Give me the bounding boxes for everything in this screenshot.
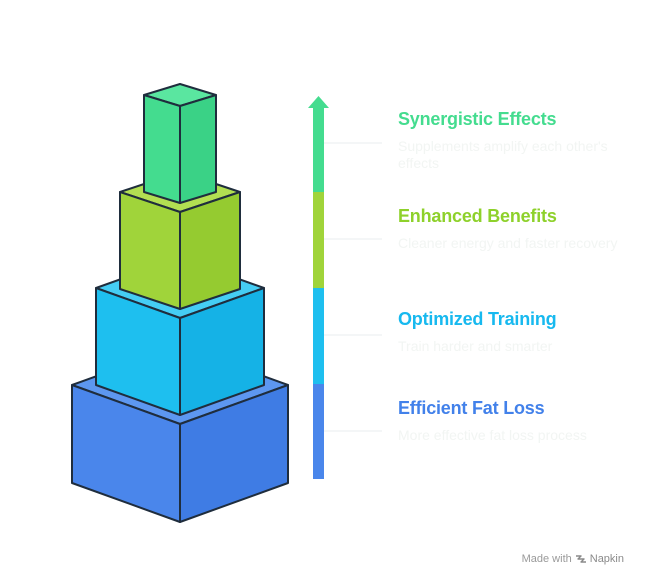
arrow-head-icon	[308, 96, 329, 108]
watermark-prefix: Made with	[521, 553, 572, 565]
watermark-brand: Napkin	[589, 553, 624, 565]
level-description: Supplements amplify each other's effects	[398, 138, 608, 171]
napkin-logo-icon	[575, 555, 586, 563]
level-title: Synergistic Effects	[398, 109, 557, 129]
level-synergistic-effects: Synergistic Effects Supplements amplify …	[398, 108, 638, 172]
connector-lines	[324, 142, 382, 432]
level-description: More effective fat loss process	[398, 427, 587, 443]
level-description: Train harder and smarter	[398, 338, 553, 354]
level-efficient-fat-loss: Efficient Fat Loss More effective fat lo…	[398, 397, 638, 444]
level-title: Efficient Fat Loss	[398, 398, 545, 418]
level-description: Cleaner energy and faster recovery	[398, 235, 618, 251]
level-title: Optimized Training	[398, 309, 557, 329]
level-optimized-training: Optimized Training Train harder and smar…	[398, 308, 638, 355]
made-with-napkin-watermark[interactable]: Made with Napkin	[522, 553, 624, 565]
level-enhanced-benefits: Enhanced Benefits Cleaner energy and fas…	[398, 205, 638, 252]
block-synergistic-effects	[143, 83, 217, 204]
level-title: Enhanced Benefits	[398, 206, 557, 226]
progress-arrow	[308, 96, 329, 479]
